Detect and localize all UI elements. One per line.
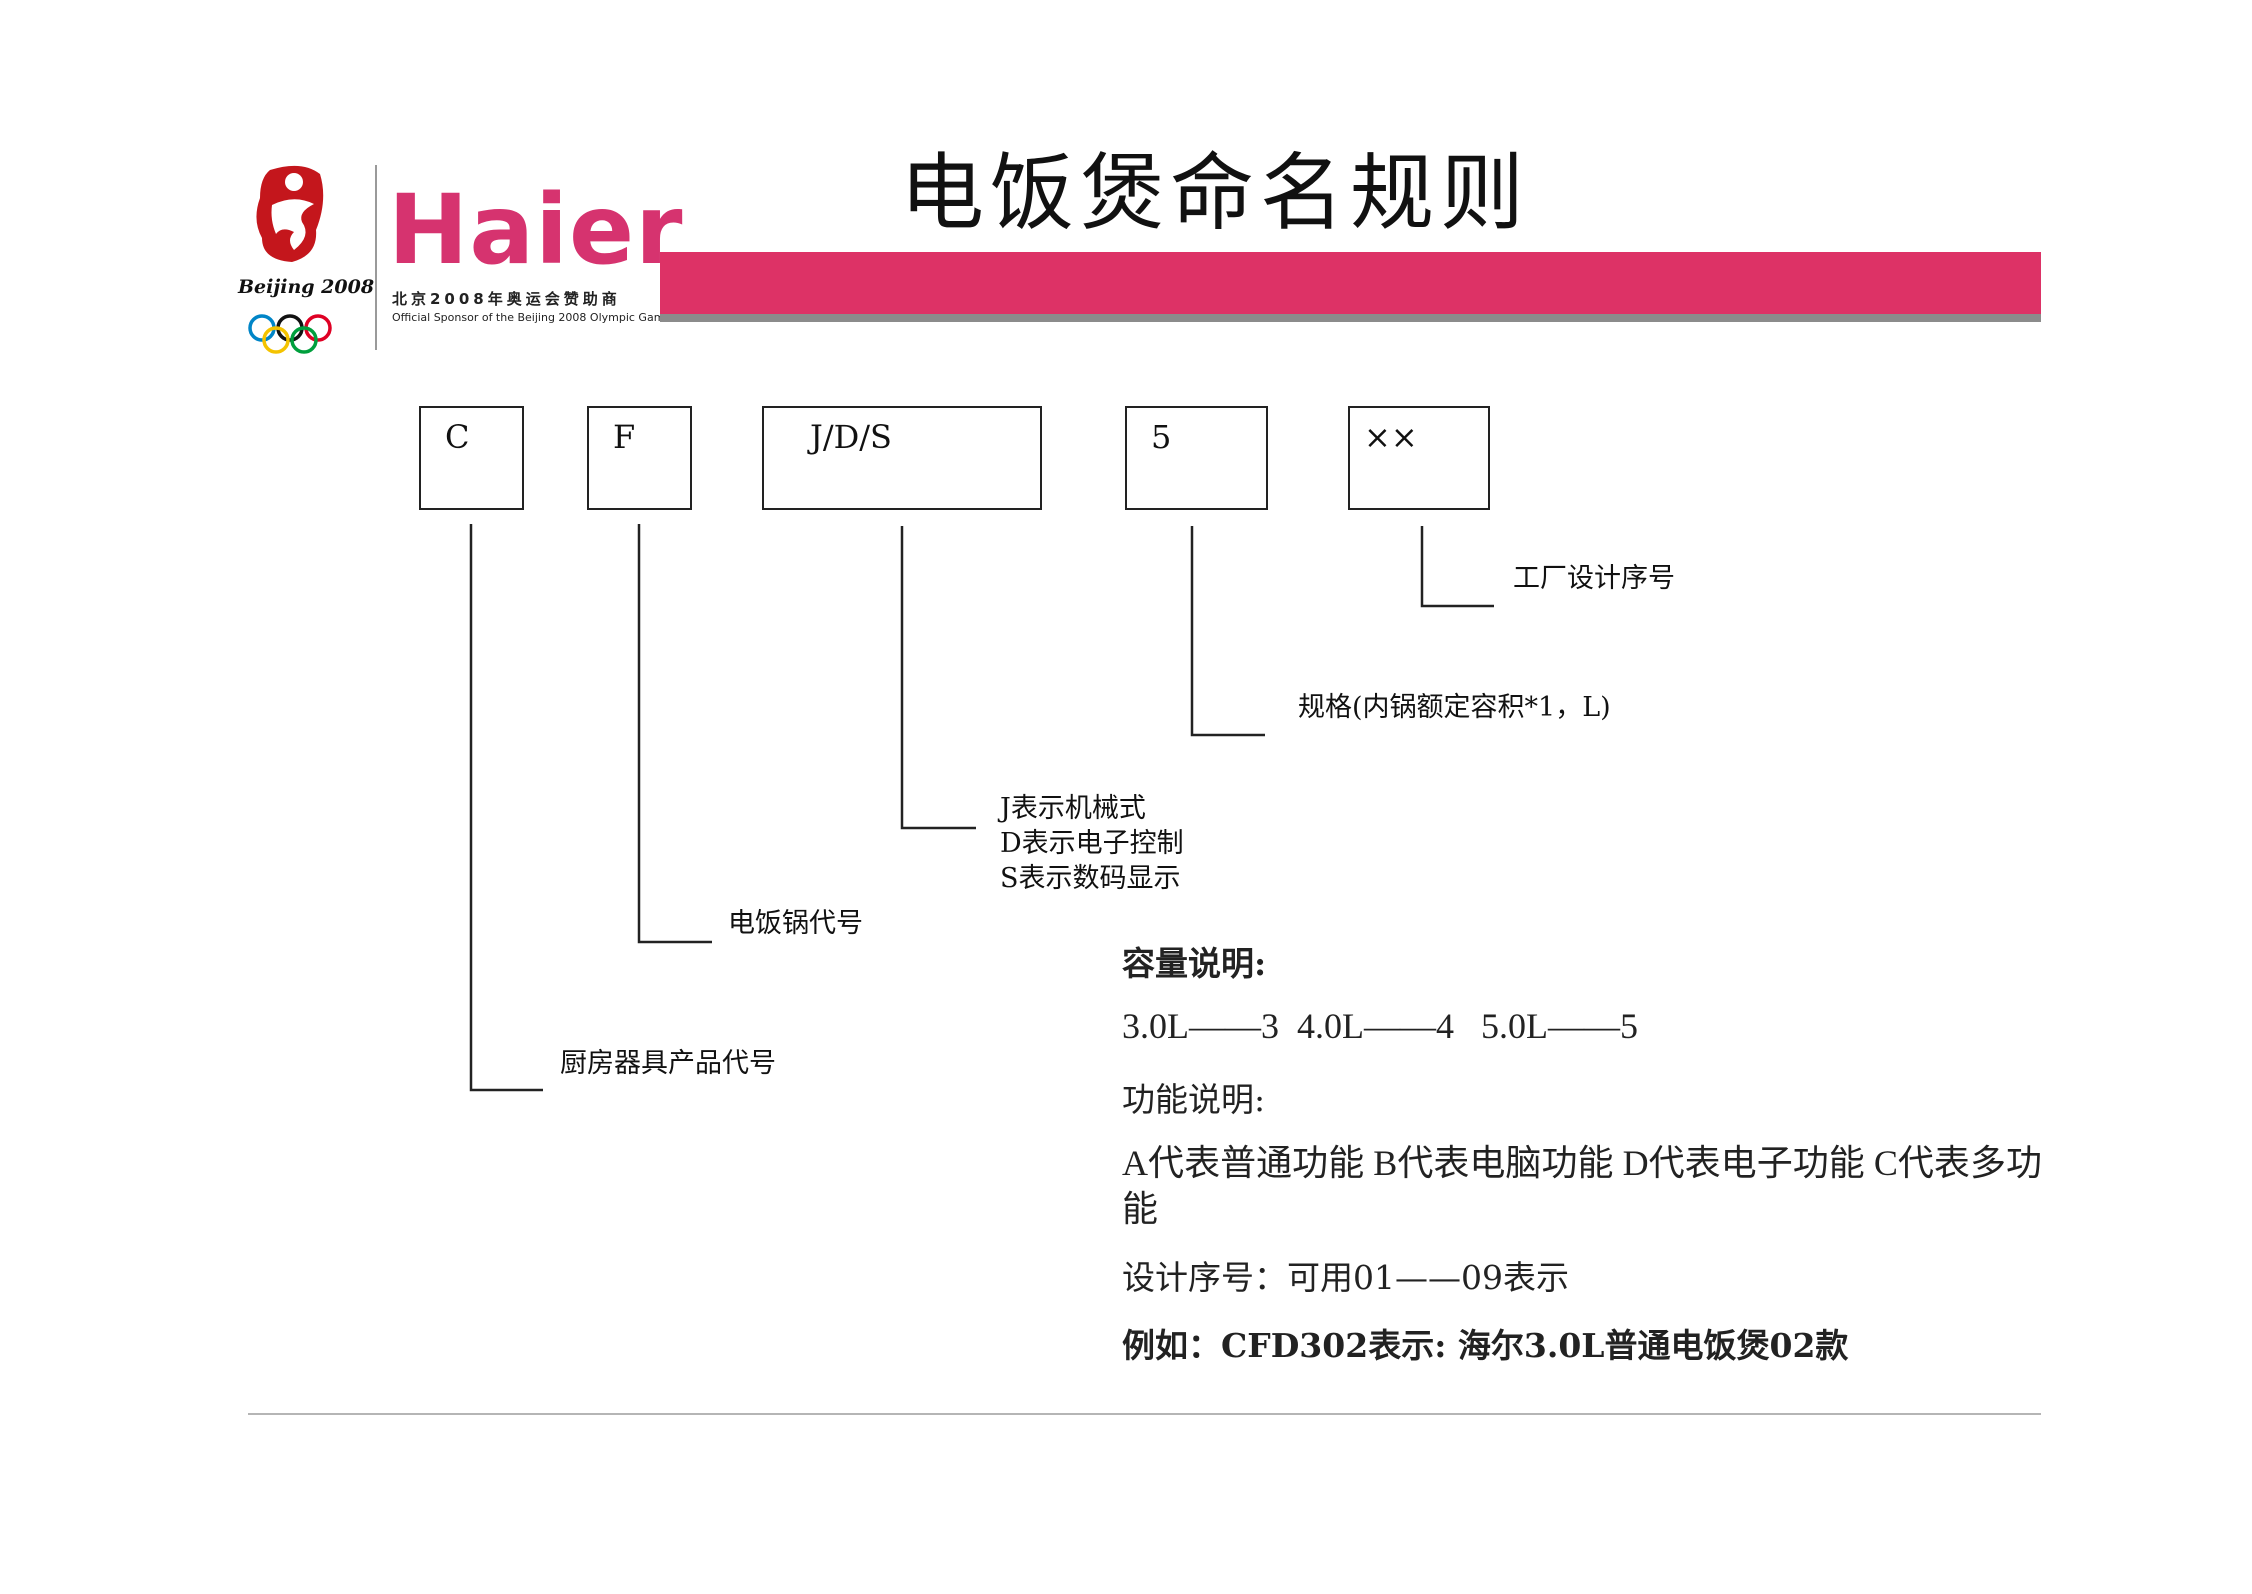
olympic-logo-text: Beijing 2008 [238,276,375,298]
logo-divider [375,165,377,350]
function-heading: 功能说明: [1122,1080,1266,1119]
connector-5 [1190,526,1265,737]
sponsor-text-en: Official Sponsor of the Beijing 2008 Oly… [392,311,677,324]
capacity-heading: 容量说明: [1122,944,1267,983]
function-values: A代表普通功能 B代表电脑功能 D代表电子功能 C代表多功能 [1122,1143,2042,1229]
haier-logo: Haier [388,174,684,286]
code-box-jds: J/D/S [762,406,1042,510]
olympic-emblem-icon [248,165,332,354]
callout-control-type: J表示机械式 D表示电子控制 S表示数码显示 [1000,791,1184,896]
connector-jds [900,526,976,830]
code-box-5: 5 [1125,406,1268,510]
connector-c [469,524,543,1092]
callout-design-number: 工厂设计序号 [1513,563,1675,594]
design-number-note: 设计序号：可用01——09表示 [1122,1258,1569,1297]
callout-type-line: S表示数码显示 [1000,863,1181,894]
code-box-c: C [419,406,524,510]
beijing-2008-olympic-logo: Beijing 2008 [232,160,374,360]
connector-xx [1420,526,1494,608]
code-box-f: F [587,406,692,510]
callout-specification: 规格(内锅额定容积*1，L) [1298,692,1611,723]
callout-kitchen-appliance: 厨房器具产品代号 [560,1048,776,1079]
connector-f [637,524,712,944]
callout-type-line: J表示机械式 [1000,793,1146,824]
header-sub-bar [660,314,2041,322]
example-note: 例如：CFD302表示: 海尔3.0L普通电饭煲02款 [1122,1326,1849,1365]
callout-rice-cooker: 电饭锅代号 [728,908,863,939]
capacity-values: 3.0L——3 4.0L——4 5.0L——5 [1122,1006,1638,1046]
callout-type-line: D表示电子控制 [1000,828,1184,859]
page-title: 电饭煲命名规则 [899,144,1530,242]
header-accent-bar [660,252,2041,314]
sponsor-text-cn: 北京2008年奥运会赞助商 [392,290,621,308]
bottom-rule [248,1413,2041,1415]
code-box-xx: ×× [1348,406,1490,510]
